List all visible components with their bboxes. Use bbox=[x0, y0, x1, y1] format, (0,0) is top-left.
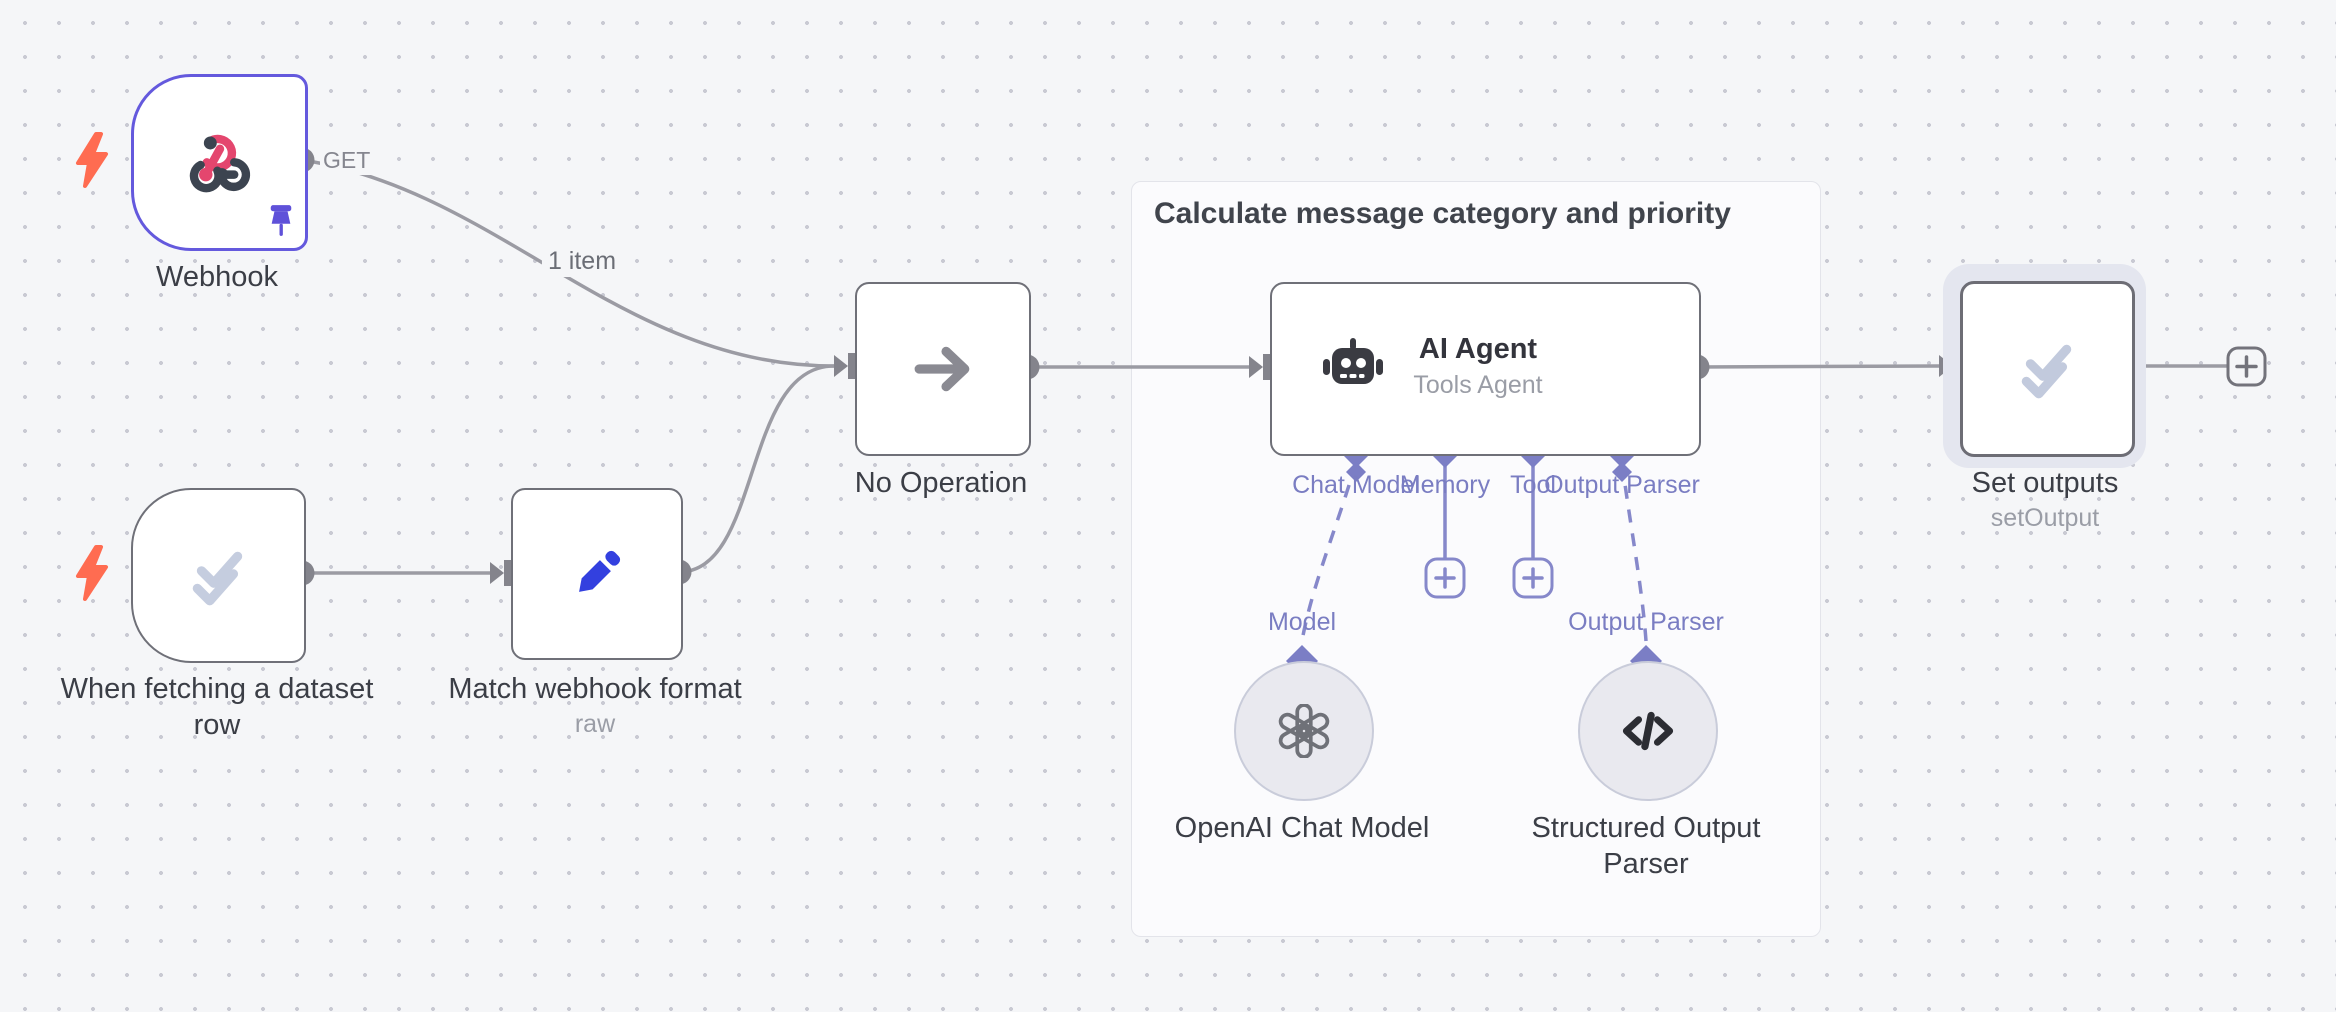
node-label-match-format: Match webhook format bbox=[448, 673, 742, 705]
wire-items-label: 1 item bbox=[541, 246, 623, 277]
add-memory-button[interactable] bbox=[1424, 557, 1466, 599]
arrow-right-icon bbox=[914, 346, 970, 392]
node-openai-chat-model[interactable] bbox=[1234, 661, 1374, 801]
pin-icon bbox=[270, 205, 292, 236]
node-label-dataset-trigger: When fetching a dataset row bbox=[60, 673, 374, 741]
port-label-output-parser: Output Parser bbox=[1544, 471, 1700, 499]
node-label-openai-chat-model: OpenAI Chat Model bbox=[1174, 812, 1430, 844]
port-label-model: Model bbox=[1267, 608, 1337, 636]
node-webhook[interactable] bbox=[131, 74, 308, 251]
port-diamond-chat-model-tip bbox=[1346, 462, 1366, 482]
double-check-icon bbox=[2021, 344, 2071, 399]
node-label-structured-output-parser: Structured Output Parser bbox=[1531, 812, 1761, 880]
wire-agent-to-setoutputs[interactable] bbox=[1696, 364, 1940, 369]
node-label-set-outputs: Set outputs bbox=[1971, 467, 2119, 499]
node-dataset-trigger[interactable] bbox=[131, 488, 306, 663]
wire-agent-chatmodel[interactable] bbox=[1300, 461, 1358, 642]
openai-icon bbox=[1278, 704, 1330, 758]
add-tool-button[interactable] bbox=[1512, 557, 1554, 599]
robot-icon bbox=[1323, 338, 1383, 384]
webhook-icon bbox=[189, 134, 250, 192]
add-next-node-button[interactable] bbox=[2226, 346, 2267, 387]
agent-text-block: AI Agent Tools Agent bbox=[1413, 333, 1542, 400]
port-label-chat-model: Chat Model bbox=[1292, 471, 1420, 499]
code-icon bbox=[1622, 711, 1674, 751]
node-structured-output-parser[interactable] bbox=[1578, 661, 1718, 801]
group-title: Calculate message category and priority bbox=[1154, 197, 1731, 230]
node-subtitle-set-outputs: setOutput bbox=[1990, 504, 2100, 532]
output-label-get: GET bbox=[320, 146, 374, 175]
node-no-operation[interactable] bbox=[855, 282, 1031, 456]
node-label-webhook: Webhook bbox=[156, 261, 278, 293]
port-label-parser-input: Output Parser bbox=[1568, 608, 1724, 636]
trigger-bolt-webhook-icon bbox=[76, 132, 108, 188]
node-subtitle-match-format: raw bbox=[574, 710, 616, 738]
port-label-memory: Memory bbox=[1399, 471, 1491, 499]
port-diamond-output-parser-tip bbox=[1612, 462, 1632, 482]
node-match-format[interactable] bbox=[511, 488, 683, 660]
node-label-no-operation: No Operation bbox=[854, 467, 1028, 499]
wire-match-to-noop[interactable] bbox=[678, 364, 835, 574]
trigger-bolt-dataset-icon bbox=[76, 545, 108, 601]
pencil-icon bbox=[579, 550, 621, 592]
port-label-tool: Tool bbox=[1510, 471, 1556, 499]
node-title-ai-agent: AI Agent bbox=[1418, 333, 1538, 365]
double-check-icon bbox=[192, 551, 242, 605]
node-set-outputs[interactable] bbox=[1960, 281, 2135, 457]
node-subtitle-ai-agent: Tools Agent bbox=[1413, 371, 1543, 399]
